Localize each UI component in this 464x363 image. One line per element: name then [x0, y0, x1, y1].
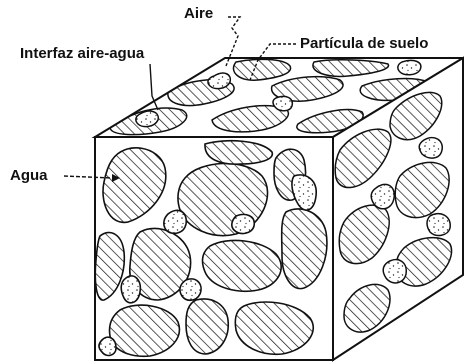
label-aire: Aire — [184, 6, 213, 22]
air-pocket — [99, 337, 116, 355]
air-pocket — [273, 96, 292, 110]
label-particula-de-suelo: Partícula de suelo — [300, 36, 428, 52]
air-pocket — [427, 214, 450, 236]
soil-particle — [109, 305, 179, 356]
label-agua: Agua — [10, 168, 48, 184]
air-pocket — [121, 276, 140, 303]
soil-particle — [186, 299, 228, 354]
air-pocket — [232, 214, 254, 233]
soil-particle — [203, 240, 282, 291]
air-pocket — [398, 60, 421, 74]
air-pocket — [383, 260, 406, 283]
front-face — [95, 137, 333, 360]
label-interfaz-aire-agua: Interfaz aire-agua — [20, 46, 144, 62]
air-pocket — [164, 210, 186, 233]
air-pocket — [419, 138, 442, 158]
air-pocket — [180, 279, 201, 300]
